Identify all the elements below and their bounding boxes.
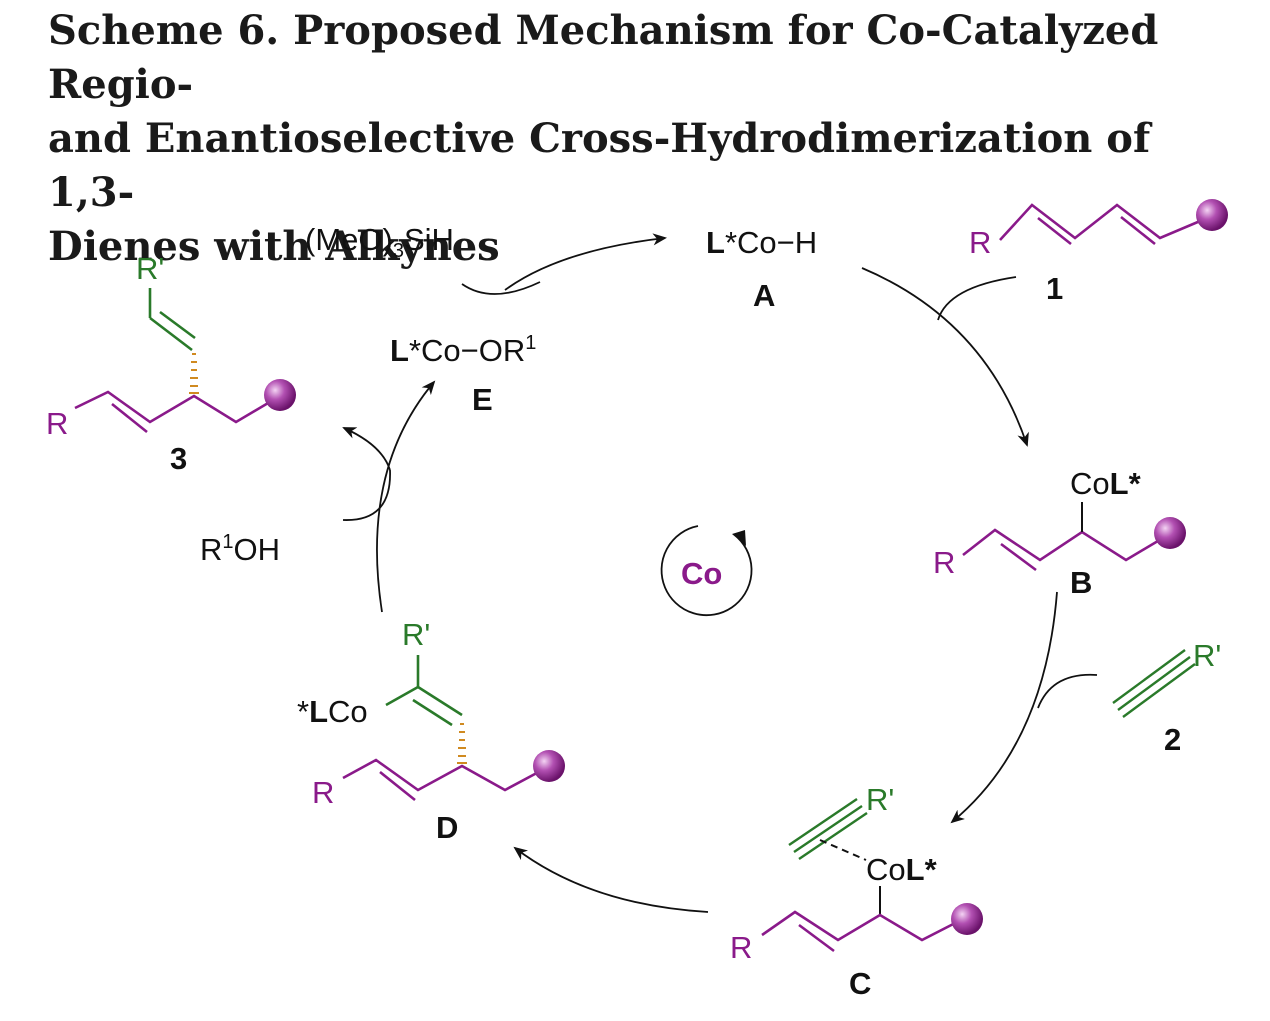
alkyne-2: R' 2 [1112, 638, 1221, 757]
arrow-A-to-B [861, 267, 1029, 447]
species-D-stereo-hash [457, 723, 467, 764]
arrow-B-to-C [950, 591, 1058, 824]
diene-1-R: R [969, 225, 991, 260]
product-3-substituent-ball [264, 379, 296, 411]
silane-reagent: (MeO)3SiH [305, 222, 454, 262]
species-B: CoL* R B [933, 466, 1186, 600]
alcohol-entry-hook [342, 469, 391, 521]
species-D-Rp: R' [402, 617, 430, 652]
diene-1-substituent-ball [1196, 199, 1228, 231]
cycle-arrows [342, 233, 1098, 913]
species-C-coordination-bond [819, 839, 867, 861]
species-A: L*Co−H A [706, 225, 817, 313]
species-E: L*Co−OR1 E [390, 332, 536, 417]
scheme-title: Scheme 6. Proposed Mechanism for Co-Cata… [48, 4, 1248, 274]
cobalt-catalyst-center: Co [660, 525, 753, 617]
silane-entry-hook [461, 281, 541, 295]
species-D-substituent-ball [533, 750, 565, 782]
product-3: R' R 3 [46, 251, 296, 476]
species-B-R: R [933, 545, 955, 580]
product-3-label: 3 [170, 441, 187, 476]
species-D: R' *LCo R D [297, 617, 565, 845]
species-B-metal: CoL* [1070, 466, 1142, 501]
species-C-Rp: R' [866, 782, 894, 817]
species-D-R: R [312, 775, 334, 810]
alkyne-2-Rp: R' [1193, 638, 1221, 673]
diene-1-label: 1 [1046, 271, 1063, 306]
alkyne-entry-hook [1037, 673, 1098, 709]
species-B-label: B [1070, 565, 1092, 600]
title-line-1: Scheme 6. Proposed Mechanism for Co-Cata… [48, 7, 1159, 108]
arrow-C-to-D [513, 846, 709, 913]
arrow-E-to-A [504, 233, 667, 291]
species-E-formula: L*Co−OR1 [390, 332, 536, 368]
title-line-2: and Enantioselective Cross-Hydrodimeriza… [48, 115, 1151, 216]
species-C-label: C [849, 966, 871, 1001]
species-C-metal: CoL* [866, 852, 938, 887]
title-line-3: Dienes with Alkynes [48, 223, 500, 270]
species-C: R' CoL* R C [730, 782, 983, 1001]
co-center-label: Co [681, 556, 722, 591]
product-3-stereo-hash [189, 353, 199, 394]
product-3-Rp: R' [136, 251, 164, 286]
cycle-rotation-arrow [660, 525, 753, 617]
diene-entry-hook [937, 276, 1017, 321]
species-D-label: D [436, 810, 458, 845]
species-C-R: R [730, 930, 752, 965]
product-release-arrow [342, 427, 391, 471]
alkyne-2-label: 2 [1164, 722, 1181, 757]
species-B-substituent-ball [1154, 517, 1186, 549]
diene-1: R 1 [969, 199, 1228, 306]
species-A-label: A [753, 278, 775, 313]
product-3-R: R [46, 406, 68, 441]
arrow-D-to-E [376, 380, 436, 613]
species-A-formula: L*Co−H [706, 225, 817, 260]
species-D-metal: *LCo [297, 694, 368, 729]
species-E-label: E [472, 382, 493, 417]
alcohol-reagent: R1OH [200, 531, 280, 567]
species-C-substituent-ball [951, 903, 983, 935]
